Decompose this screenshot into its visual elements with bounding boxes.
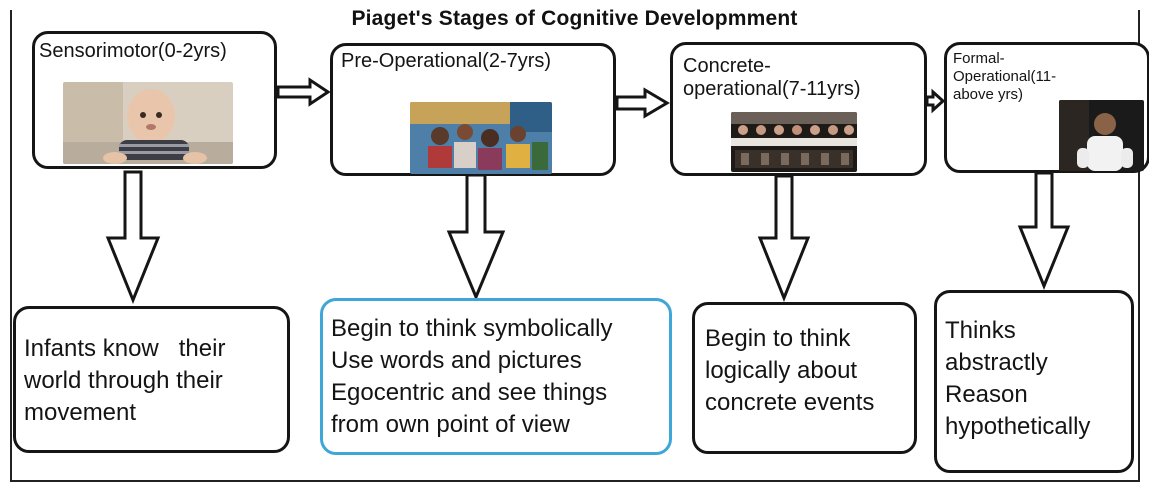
arrow-down-stage1 — [105, 170, 161, 305]
children-group-photo — [410, 102, 552, 174]
description-line: Egocentric and see things — [331, 379, 608, 406]
stage-box-sensorimotor: Sensorimotor(0-2yrs) — [32, 31, 277, 169]
description-line: Infants know their — [24, 335, 226, 362]
description-text-concrete-operational: Begin to think logically about concrete … — [705, 323, 874, 419]
description-line: Use words and pictures — [331, 347, 582, 374]
description-line: hypothetically — [945, 413, 1091, 440]
stage-box-pre-operational: Pre-Operational(2-7yrs) — [330, 43, 616, 176]
description-text-pre-operational: Begin to think symbolically Use words an… — [331, 313, 612, 441]
stage-label-formal-operational: Formal- Operational(11- above yrs) — [953, 50, 1056, 104]
stage-label-line: operational(7-11yrs) — [683, 78, 861, 100]
children-group-photo-image — [410, 102, 552, 174]
diagram-title: Piaget's Stages of Cognitive Developmmen… — [351, 7, 798, 30]
adult-person-photo — [1059, 100, 1144, 171]
schoolchildren-row-photo-image — [731, 112, 857, 172]
description-line: world through their — [24, 367, 223, 394]
arrow-stage2-to-stage3 — [615, 87, 670, 119]
arrow-stage3-to-stage4 — [925, 88, 946, 114]
description-line: Begin to think — [705, 325, 851, 352]
infant-photo-image — [63, 82, 233, 164]
arrow-down-stage4 — [1017, 171, 1071, 290]
description-line: logically about — [705, 357, 858, 384]
description-line: Thinks — [945, 317, 1016, 344]
schoolchildren-row-photo — [731, 112, 857, 172]
description-line: movement — [24, 399, 137, 426]
stage-label-concrete-operational: Concrete- operational(7-11yrs) — [683, 55, 861, 101]
description-line: Reason — [945, 381, 1028, 408]
stage-label-line: Operational(11- — [953, 68, 1057, 85]
description-line: concrete events — [705, 389, 875, 416]
diagram-frame — [10, 10, 1140, 482]
stage-label-line: Concrete- — [683, 55, 771, 77]
arrow-stage1-to-stage2 — [276, 77, 331, 107]
arrow-down-stage2 — [446, 173, 506, 301]
description-text-formal-operational: Thinks abstractly Reason hypothetically — [945, 315, 1090, 443]
description-line: from own point of view — [331, 411, 570, 438]
stage-label-line: above yrs) — [953, 86, 1024, 103]
stage-label-line: Formal- — [953, 50, 1005, 67]
stage-box-concrete-operational: Concrete- operational(7-11yrs) — [670, 42, 927, 176]
arrow-down-stage3 — [757, 174, 811, 303]
description-text-sensorimotor: Infants know their world through their m… — [24, 333, 225, 429]
stage-label-pre-operational: Pre-Operational(2-7yrs) — [341, 50, 552, 72]
infant-photo — [63, 82, 233, 164]
stage-label-sensorimotor: Sensorimotor(0-2yrs) — [39, 40, 227, 62]
stage-box-formal-operational: Formal- Operational(11- above yrs) — [944, 42, 1149, 173]
description-box-formal-operational: Thinks abstractly Reason hypothetically — [934, 290, 1134, 473]
description-line: abstractly — [945, 349, 1048, 376]
description-box-concrete-operational: Begin to think logically about concrete … — [692, 302, 917, 454]
description-box-pre-operational: Begin to think symbolically Use words an… — [320, 298, 672, 455]
description-line: Begin to think symbolically — [331, 315, 613, 342]
description-box-sensorimotor: Infants know their world through their m… — [13, 306, 290, 453]
adult-person-photo-image — [1059, 100, 1144, 171]
